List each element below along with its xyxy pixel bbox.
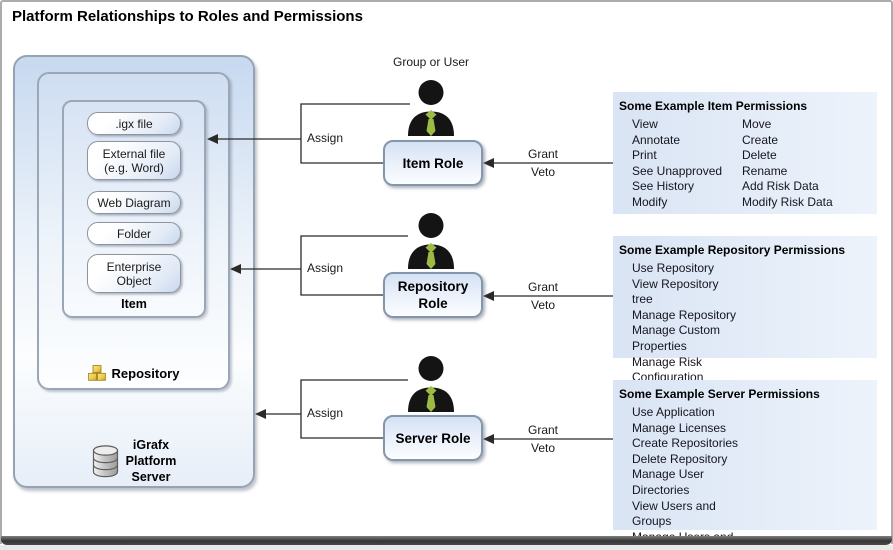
permission-item: Delete Repository	[632, 451, 728, 466]
server-label-line: iGrafx	[132, 438, 170, 452]
panel-title: Some Example Item Permissions	[619, 99, 808, 113]
grant-label: Grant	[527, 280, 558, 294]
person-icon	[405, 79, 457, 136]
permission-item: View Repository tree	[632, 276, 719, 307]
permission-item: Move	[742, 117, 772, 131]
panel-title: Some Example Repository Permissions	[619, 243, 846, 257]
permission-item: Use Repository	[632, 261, 715, 275]
permission-item: Manage Repository	[632, 307, 737, 322]
permission-item: Create	[742, 132, 779, 147]
assign-label: Assign	[307, 261, 344, 275]
permission-item: Manage Custom Properties	[632, 323, 721, 353]
item-type-pill: .igx file	[87, 112, 181, 135]
permission-item: Use Application	[632, 405, 715, 419]
grant-veto-label: Grant Veto	[498, 421, 588, 457]
item-role-box: Item Role	[383, 140, 483, 186]
permission-item: Annotate	[632, 132, 681, 147]
server-label-line: Server	[131, 470, 171, 484]
permission-item: Rename	[742, 163, 788, 178]
item-box: .igx file External file (e.g. Word) Web …	[62, 100, 206, 318]
permission-item: Manage User Directories	[632, 467, 705, 497]
panel-title: Some Example Server Permissions	[619, 387, 820, 401]
permission-item: Create Repositories	[632, 436, 739, 451]
grant-veto-label: Grant Veto	[498, 145, 588, 181]
permission-item: Modify	[632, 194, 668, 209]
item-type-pill: Web Diagram	[87, 191, 181, 214]
gold-cubes-icon	[87, 365, 106, 381]
permission-item: Delete	[742, 148, 777, 163]
repository-box-label: Repository	[111, 365, 180, 381]
permission-item: View Users and Groups	[632, 498, 716, 529]
veto-label: Veto	[530, 441, 556, 455]
permission-item: Add Risk Data	[742, 179, 819, 194]
person-icon	[405, 355, 457, 412]
permission-item: View	[632, 117, 658, 131]
item-type-pill: Enterprise Object	[87, 254, 181, 293]
database-cylinder-icon	[92, 444, 119, 478]
veto-label: Veto	[530, 165, 556, 179]
assign-label: Assign	[307, 406, 344, 420]
permission-item: Manage Licenses	[632, 420, 727, 435]
assign-label: Assign	[307, 131, 344, 145]
permission-item: Modify Risk Data	[742, 194, 833, 209]
window-bottom-gutter	[0, 545, 893, 550]
permission-item: Print	[632, 148, 657, 163]
grant-veto-label: Grant Veto	[498, 278, 588, 314]
veto-label: Veto	[530, 298, 556, 312]
permission-item: See Unapproved	[632, 163, 723, 178]
repository-box: .igx file External file (e.g. Word) Web …	[37, 72, 230, 390]
repository-permissions-panel: Some Example Repository Permissions Use …	[613, 236, 877, 415]
permission-item: See History	[632, 179, 695, 194]
server-role-box: Server Role	[383, 415, 483, 461]
person-icon	[405, 212, 457, 269]
server-permissions-panel: Some Example Server Permissions Use Appl…	[613, 380, 877, 550]
repository-role-box: Repository Role	[383, 272, 483, 318]
grant-label: Grant	[527, 147, 558, 161]
igrafx-platform-server-box: .igx file External file (e.g. Word) Web …	[13, 55, 255, 488]
grant-label: Grant	[527, 423, 558, 437]
group-or-user-label: Group or User	[392, 55, 470, 69]
window-bottom-edge	[1, 536, 892, 545]
item-type-pill: External file (e.g. Word)	[87, 141, 181, 180]
page-title: Platform Relationships to Roles and Perm…	[12, 8, 363, 25]
server-box-label: iGrafx Platform Server	[126, 437, 177, 485]
item-box-label: Item	[121, 297, 147, 311]
item-type-pill: Folder	[87, 222, 181, 245]
server-label-line: Platform	[125, 454, 177, 468]
